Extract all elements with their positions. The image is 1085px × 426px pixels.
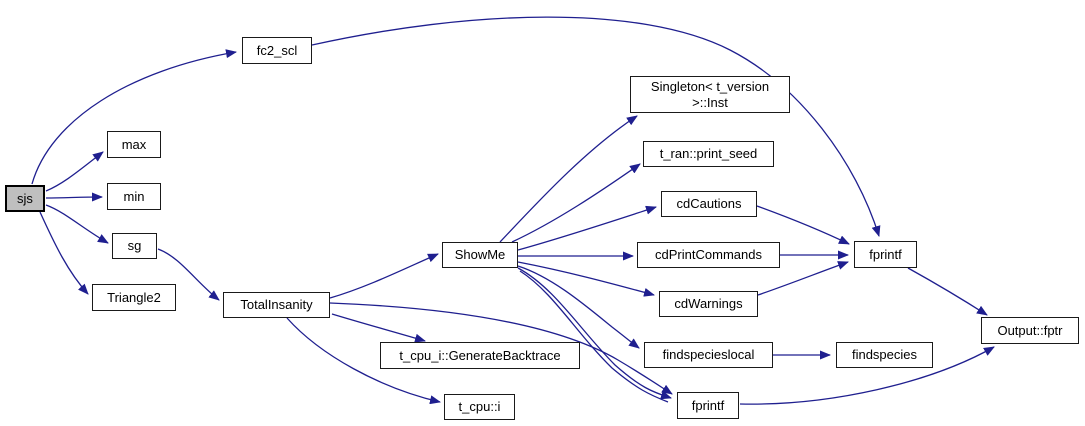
edge-sjs-max	[45, 151, 104, 192]
edge-showme-cdcautions	[517, 205, 657, 251]
node-fprintf-mid[interactable]: fprintf	[677, 392, 739, 419]
node-min[interactable]: min	[107, 183, 161, 210]
node-cdcautions[interactable]: cdCautions	[661, 191, 757, 217]
node-fprintf-right[interactable]: fprintf	[854, 241, 917, 268]
edge-fprintf_mid-output_fptr	[739, 346, 995, 405]
edge-showme-fprintf_mid	[519, 270, 669, 403]
node-findspecieslocal[interactable]: findspecieslocal	[644, 342, 773, 368]
edge-showme-print_seed	[511, 163, 641, 243]
edge-showme-singleton_inst	[499, 115, 638, 243]
node-t-cpu-i[interactable]: t_cpu::i	[444, 394, 515, 420]
node-fc2-scl[interactable]: fc2_scl	[242, 37, 312, 64]
edge-fc2_scl-fprintf_right	[311, 16, 881, 237]
edge-totalinsanity-generate_backtrace	[331, 313, 426, 343]
node-cdprintcommands[interactable]: cdPrintCommands	[637, 242, 780, 268]
node-sg[interactable]: sg	[112, 233, 157, 259]
edge-cdcautions-fprintf_right	[756, 205, 850, 245]
edge-sjs-fc2_scl	[31, 49, 237, 185]
edge-sg-totalinsanity	[157, 248, 220, 301]
node-cdwarnings[interactable]: cdWarnings	[659, 291, 758, 317]
node-singleton-inst[interactable]: Singleton< t_version >::Inst	[630, 76, 790, 113]
node-t-ran-print-seed[interactable]: t_ran::print_seed	[643, 141, 774, 167]
node-generate-backtrace[interactable]: t_cpu_i::GenerateBacktrace	[380, 342, 580, 369]
edge-fprintf_right-output_fptr	[907, 267, 988, 316]
node-totalinsanity[interactable]: TotalInsanity	[223, 292, 330, 318]
edge-sjs-min	[45, 192, 103, 202]
edge-cdwarnings-fprintf_right	[757, 261, 849, 296]
edge-showme-fprintf_mid	[517, 267, 672, 400]
node-max[interactable]: max	[107, 131, 161, 158]
edge-sjs-sg	[45, 204, 109, 244]
edge-showme-findspecieslocal	[517, 265, 640, 349]
node-showme[interactable]: ShowMe	[442, 242, 518, 268]
edge-totalinsanity-showme	[329, 253, 439, 299]
edge-sjs-triangle2	[39, 211, 89, 295]
edge-totalinsanity-t_cpu_i	[286, 317, 441, 405]
node-findspecies[interactable]: findspecies	[836, 342, 933, 368]
node-sjs[interactable]: sjs	[5, 185, 45, 212]
node-output-fptr[interactable]: Output::fptr	[981, 317, 1079, 344]
node-triangle2[interactable]: Triangle2	[92, 284, 176, 311]
edge-totalinsanity-fprintf_mid	[329, 302, 673, 395]
edge-showme-cdwarnings	[517, 261, 655, 297]
